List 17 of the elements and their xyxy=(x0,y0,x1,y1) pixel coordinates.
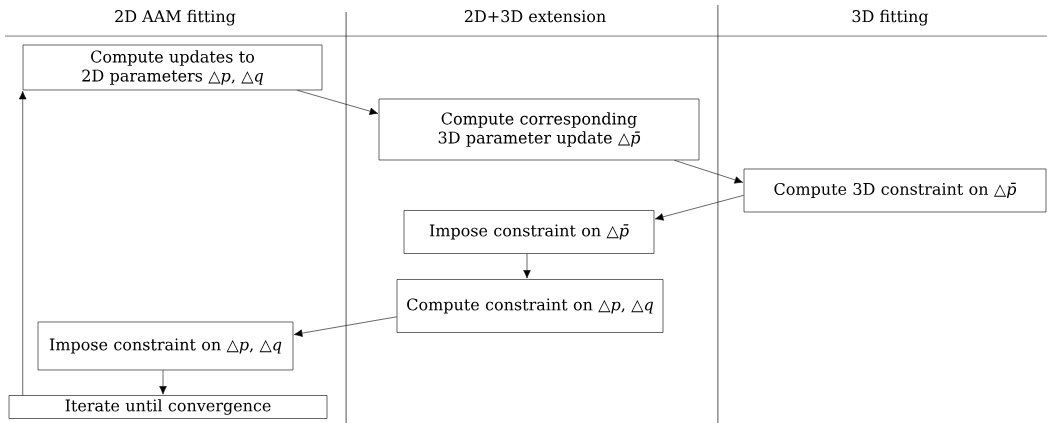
arrow xyxy=(674,160,743,184)
process-box: Impose constraint on △p̄ xyxy=(403,210,655,254)
process-box: Compute updates to 2D parameters △p, △q xyxy=(22,44,323,91)
process-box: Compute constraint on △p, △q xyxy=(396,279,664,333)
arrow xyxy=(19,91,27,396)
process-box: Impose constraint on △p, △q xyxy=(37,321,294,371)
lane-header: 3D fitting xyxy=(852,9,929,26)
arrow xyxy=(523,253,531,279)
arrow xyxy=(655,195,744,221)
lane-header: 2D+3D extension xyxy=(464,10,606,23)
arrow xyxy=(159,370,167,395)
process-box: Iterate until convergence xyxy=(8,395,328,419)
process-box: Compute corresponding 3D parameter update △p̄ xyxy=(378,98,700,161)
lane-header: 2D AAM fitting xyxy=(115,9,236,26)
process-box: Compute 3D constraint on △p̄ xyxy=(743,168,1047,213)
arrow xyxy=(297,90,378,115)
arrow xyxy=(294,316,397,337)
